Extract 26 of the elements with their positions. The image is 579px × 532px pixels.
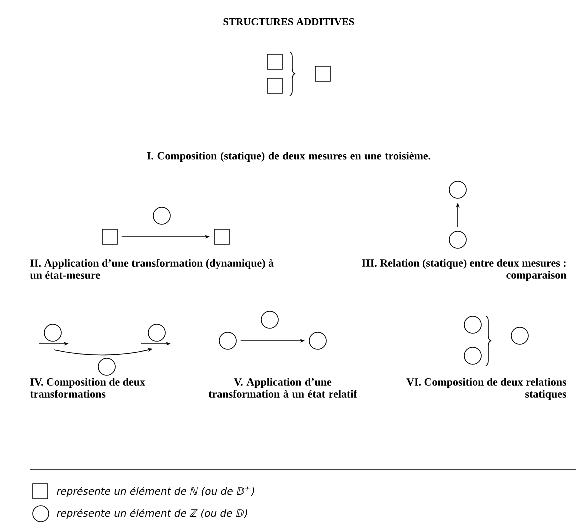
caption: V. Application d’une transformation à un état relatif <box>208 378 358 398</box>
circle <box>261 311 279 329</box>
square <box>102 229 118 245</box>
square <box>315 66 331 82</box>
circle <box>148 324 166 342</box>
square <box>267 54 283 70</box>
circle <box>309 332 327 350</box>
circle <box>98 358 116 376</box>
circle <box>464 316 482 334</box>
circle <box>449 231 467 249</box>
title: STRUCTURES ADDITIVES <box>224 18 354 26</box>
circle <box>464 347 482 365</box>
legend-text: représente un élément de ℤ (ou de 𝔻) <box>57 508 248 520</box>
circle <box>153 207 171 225</box>
circle <box>44 324 62 342</box>
circle <box>449 181 467 199</box>
legend-text: représente un élément de ℕ (ou de 𝔻$^{+}$) <box>57 486 254 498</box>
caption: VI. Composition de deux relations statiques <box>406 378 567 400</box>
caption: IV. Composition de deux transformations <box>30 378 146 398</box>
square <box>267 78 283 94</box>
caption: III. Relation (statique) entre deux mesures : comparaison <box>362 259 567 282</box>
circle <box>511 327 529 345</box>
square <box>214 229 230 245</box>
circle <box>219 332 237 350</box>
caption: I. Composition (statique) de deux mesures en une troisième. <box>147 152 431 162</box>
caption: II. Application d’une transformation (dynamique) à un état-mesure <box>30 259 274 280</box>
